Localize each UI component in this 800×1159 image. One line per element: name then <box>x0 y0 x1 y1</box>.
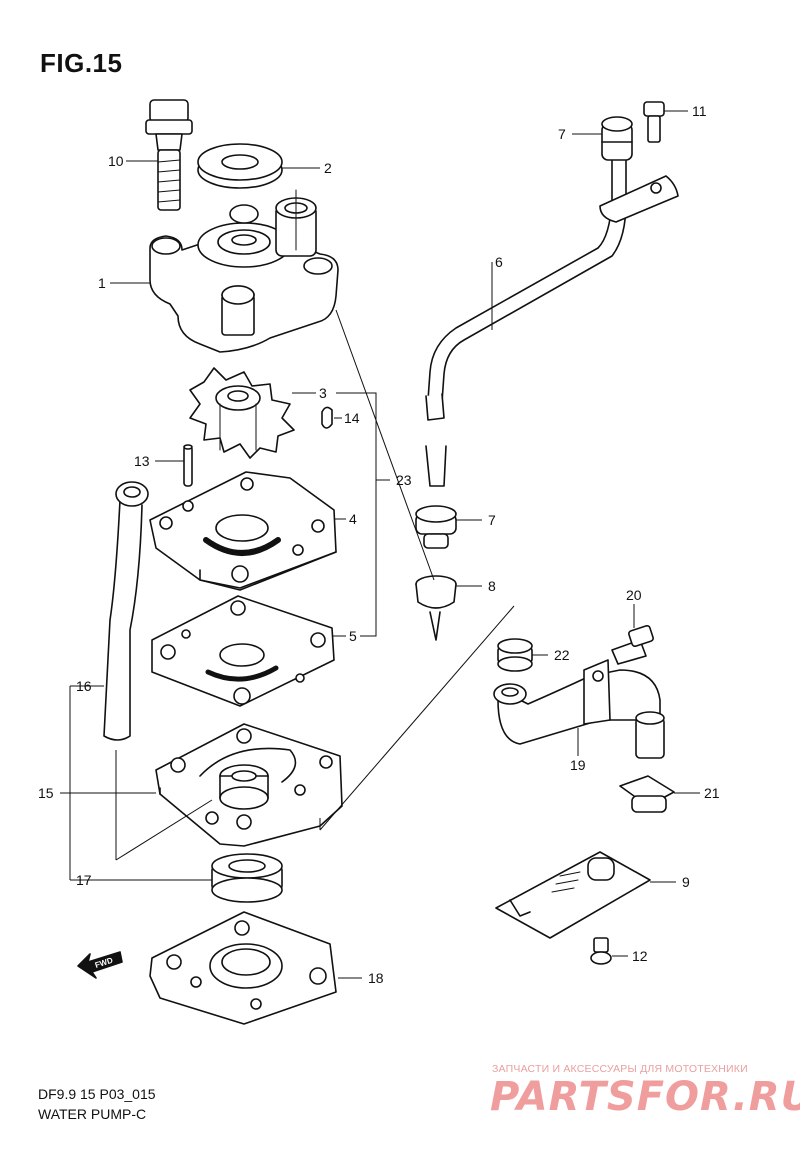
callout-13: 13 <box>134 453 150 469</box>
part-15-lower-case <box>155 723 343 847</box>
callout-22: 22 <box>554 647 570 663</box>
part-10-bolt <box>145 99 193 211</box>
callout-4: 4 <box>349 511 357 527</box>
part-21-grommet <box>619 775 675 813</box>
callout-21: 21 <box>704 785 720 801</box>
callout-1: 1 <box>98 275 106 291</box>
figure-code: DF9.9 15 P03_015 <box>38 1086 156 1102</box>
part-12-screw <box>590 937 612 965</box>
callout-6: 6 <box>495 254 503 270</box>
part-16-tube <box>103 481 149 741</box>
callout-7-lower: 7 <box>488 512 496 528</box>
callout-12: 12 <box>632 948 648 964</box>
figure-title: FIG.15 <box>40 48 123 78</box>
callout-8: 8 <box>488 578 496 594</box>
callout-9: 9 <box>682 874 690 890</box>
callout-labels: 10 2 1 3 14 13 23 4 5 16 15 17 18 6 7 11… <box>38 103 720 986</box>
callout-15: 15 <box>38 785 54 801</box>
part-20-bolt <box>611 624 654 665</box>
part-2-seal <box>197 143 283 189</box>
callout-20: 20 <box>626 587 642 603</box>
part-5-gasket <box>151 595 335 707</box>
fwd-arrow-icon <box>77 951 123 979</box>
part-4-plate <box>149 471 337 591</box>
watermark-tagline: ЗАПЧАСТИ И АКСЕССУАРЫ ДЛЯ МОТОТЕХНИКИ <box>492 1063 748 1075</box>
part-14-key <box>321 406 333 429</box>
part-18-gasket <box>149 911 337 1025</box>
callout-19: 19 <box>570 757 586 773</box>
callout-16: 16 <box>76 678 92 694</box>
part-13-pin <box>183 444 193 487</box>
part-22-grommet <box>497 638 533 672</box>
callout-17: 17 <box>76 872 92 888</box>
part-3-impeller <box>189 367 295 459</box>
part-8-nozzle <box>415 575 457 641</box>
callout-11: 11 <box>692 103 707 119</box>
leader-lines <box>60 110 700 979</box>
part-6-pipe <box>425 159 679 487</box>
callout-3: 3 <box>319 385 327 401</box>
callout-5: 5 <box>349 628 357 644</box>
callout-10: 10 <box>108 153 124 169</box>
callout-23: 23 <box>396 472 412 488</box>
figure-subtitle: WATER PUMP-C <box>38 1106 147 1122</box>
callout-7-upper: 7 <box>558 126 566 142</box>
callout-18: 18 <box>368 970 384 986</box>
callout-14: 14 <box>344 410 360 426</box>
part-11-bolt <box>643 101 665 143</box>
watermark-logo: PARTSFOR.RU <box>490 1074 800 1120</box>
part-19-pipe <box>493 659 665 759</box>
part-17-seal <box>211 853 283 903</box>
part-9-plate <box>495 851 651 939</box>
callout-2: 2 <box>324 160 332 176</box>
part-1-pump-housing <box>149 189 339 353</box>
part-7-grommet-lower <box>415 505 457 549</box>
part-7-grommet-upper <box>601 116 633 161</box>
